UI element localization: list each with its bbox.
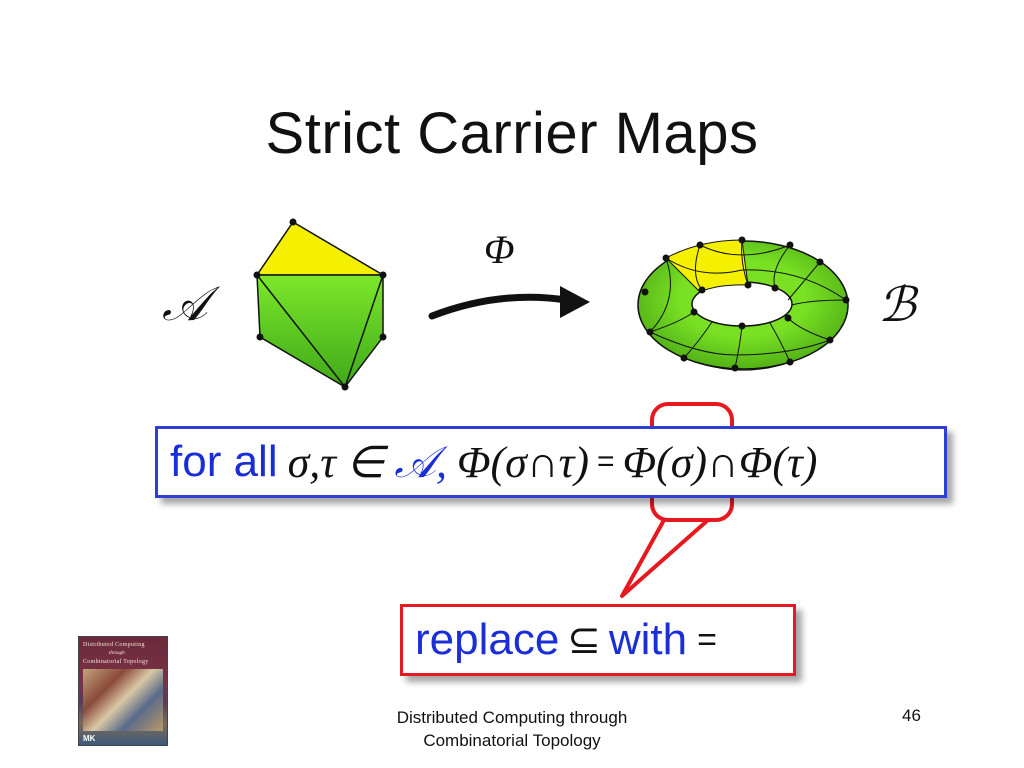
complex-b-torus [637, 236, 850, 372]
strict-carrier-map-formula: for all σ,τ ∈ 𝒜, Φ(σ∩τ) = Φ(σ)∩Φ(τ) [155, 426, 947, 498]
torus-vertex [690, 308, 698, 316]
complex-a-vertex [289, 218, 297, 226]
formula-element-of: ∈ [346, 437, 385, 487]
torus-vertex [744, 281, 752, 289]
map-phi-label: Φ [484, 227, 515, 272]
torus-vertex [696, 241, 704, 249]
torus-vertex [816, 258, 824, 266]
callout-word-with: with [608, 615, 688, 664]
torus-vertex [731, 364, 739, 372]
torus-vertex [784, 314, 792, 322]
complex-a [253, 218, 387, 391]
carrier-map-arrow [428, 286, 590, 320]
replace-callout: replace ⊆ with = [400, 604, 796, 676]
formula-complex: 𝒜, [394, 437, 447, 487]
formula-relation: = [597, 445, 615, 478]
torus-vertex [680, 354, 688, 362]
book-cover-title-line1: Distributed Computing [83, 642, 145, 648]
footer-line-1: Distributed Computing through [396, 708, 628, 727]
publisher-logo: MK [83, 734, 96, 743]
complex-a-edge [344, 274, 384, 388]
book-cover-image: Distributed Computing through Combinator… [78, 636, 168, 746]
callout-subset-symbol: ⊆ [567, 617, 601, 663]
callout-equals-symbol: = [697, 620, 717, 659]
torus-vertex [646, 328, 654, 336]
torus-vertex [698, 286, 706, 294]
torus-vertex [826, 336, 834, 344]
page-number: 46 [902, 706, 921, 725]
complex-a-vertex [341, 383, 349, 391]
complex-a-label: 𝒜 [162, 278, 208, 331]
torus-vertex [771, 284, 779, 292]
complex-a-yellow-triangle [255, 220, 386, 276]
formula-prefix: for all [170, 437, 278, 486]
callout-word-replace: replace [415, 615, 560, 664]
callout-pointer [620, 518, 710, 598]
torus-vertex [738, 236, 746, 244]
complex-a-vertex [256, 333, 264, 341]
book-cover-title-line2: through [109, 651, 125, 656]
book-cover-title-line3: Combinatorial Topology [83, 659, 149, 665]
complex-a-vertex [379, 333, 387, 341]
complex-b-label: ℬ [878, 279, 916, 332]
footer-line-2: Combinatorial Topology [423, 731, 601, 750]
torus-vertex [842, 296, 850, 304]
complex-a-green-region [256, 274, 384, 388]
formula-lhs: Φ(σ∩τ) [457, 437, 590, 487]
torus-vertex [641, 288, 649, 296]
formula-rhs: Φ(σ)∩Φ(τ) [622, 437, 818, 487]
book-cover-artwork [83, 669, 163, 731]
torus-vertex [786, 241, 794, 249]
complex-a-edge [256, 274, 346, 388]
formula-vars: σ,τ [287, 437, 337, 487]
slide-footer: Distributed Computing through Combinator… [352, 706, 672, 752]
torus-vertex [738, 322, 746, 330]
slide-title: Strict Carrier Maps [265, 101, 759, 166]
complex-a-vertex [379, 271, 387, 279]
complex-a-vertex [253, 271, 261, 279]
torus-vertex [662, 254, 670, 262]
torus-vertex [786, 358, 794, 366]
